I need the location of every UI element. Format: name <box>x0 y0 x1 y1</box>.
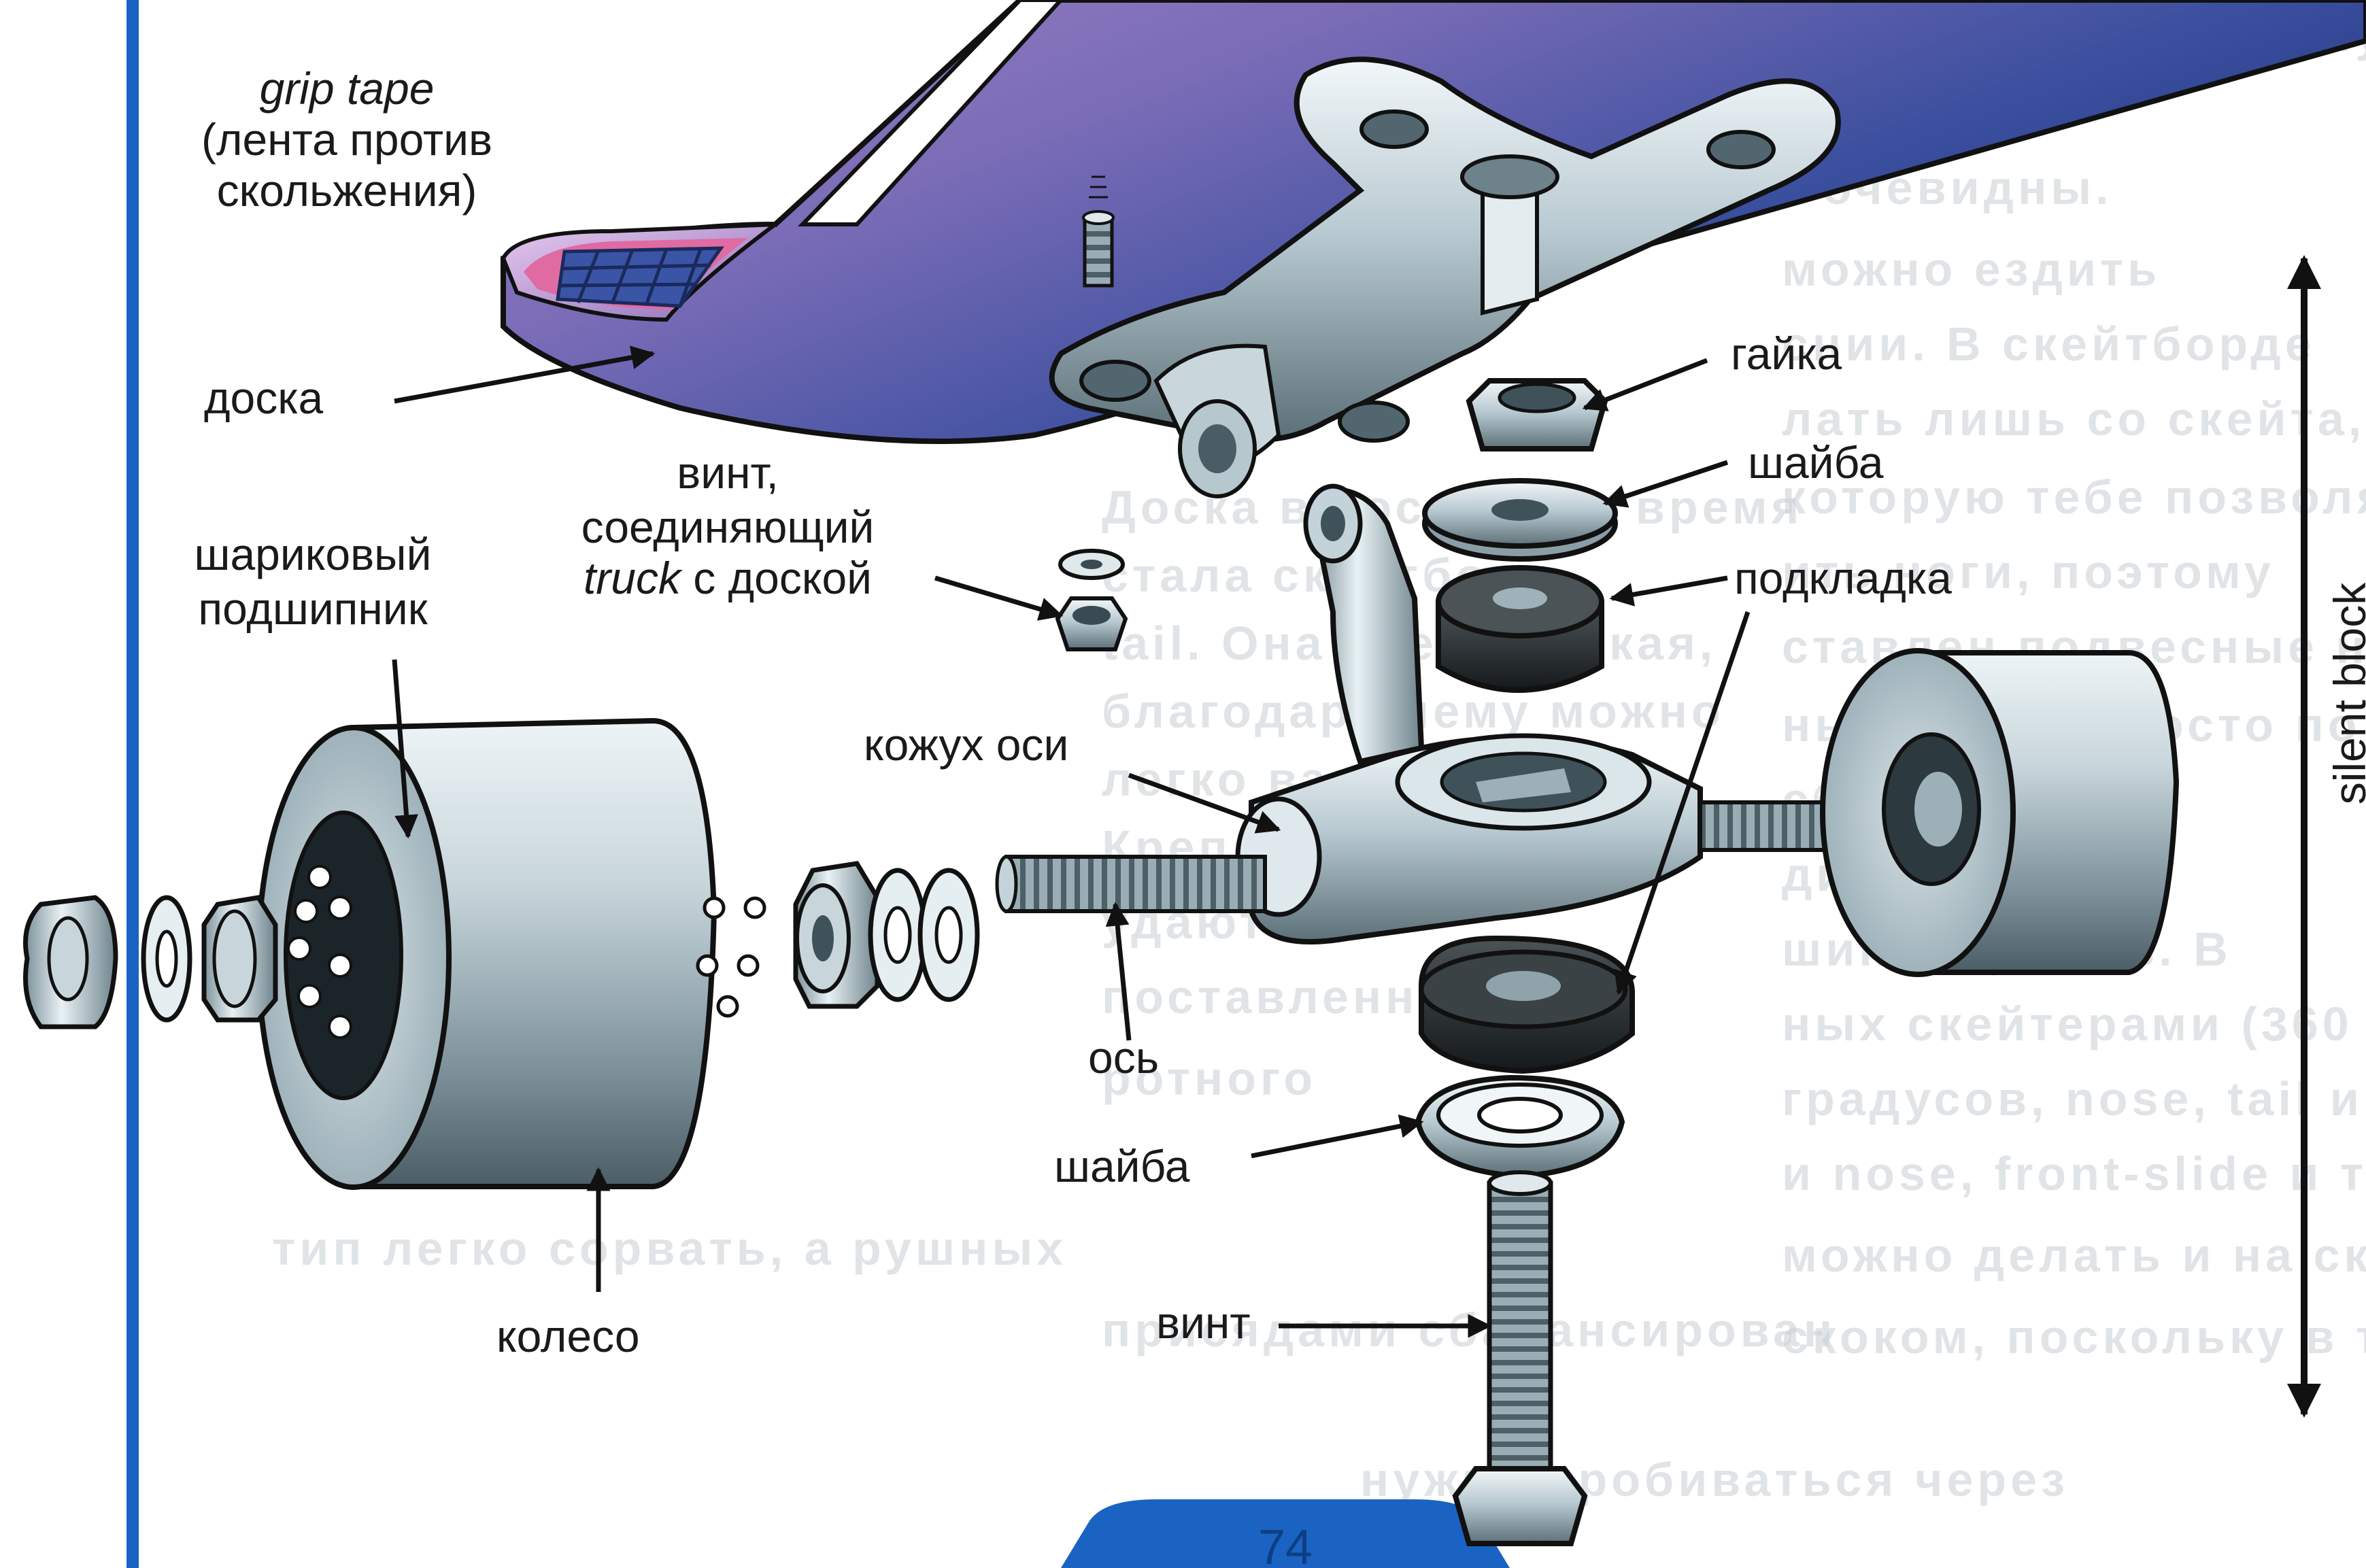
label-bearing-1: шариковый <box>150 530 476 579</box>
right-wheel <box>1823 651 2176 974</box>
bottom-bushing <box>1421 938 1632 1071</box>
label-screw-top-3: truck с доской <box>524 554 932 602</box>
background-text-line: снии. В скейтборде <box>1782 318 2316 371</box>
page-frame-left <box>126 0 139 1568</box>
arrow-screw-top <box>935 578 1061 615</box>
top-bushing <box>1438 568 1602 690</box>
label-grip-tape-ru-2: скольжения) <box>156 167 537 215</box>
label-pad: подкладка <box>1734 554 1952 602</box>
kingpin-bolt <box>1455 1172 1585 1544</box>
label-nut: гайка <box>1731 330 1842 378</box>
outer-axle-washer <box>143 898 190 1020</box>
outer-axle-nut <box>26 898 116 1027</box>
background-text-line: тип легко сорвать, а рушных <box>272 1222 1067 1275</box>
left-wheel <box>258 721 714 1187</box>
label-washer-bottom: шайба <box>1054 1142 1190 1191</box>
kingpin-nut <box>1469 381 1605 449</box>
label-screw-bottom: винт <box>1156 1299 1251 1347</box>
background-text-line: можно делать и на скейтборде <box>1782 1229 2366 1282</box>
bottom-washer <box>1418 1078 1622 1176</box>
label-with-board: с доской <box>681 553 872 603</box>
top-washer <box>1425 481 1615 559</box>
arrow-pad-top <box>1612 578 1727 598</box>
label-grip-tape-en: grip tape <box>177 65 517 113</box>
outer-axle-spacer <box>204 898 275 1020</box>
axle-left-thread <box>997 857 1265 911</box>
axle-spacer-nut <box>796 864 877 1006</box>
axle-washers-left <box>871 870 977 1000</box>
arrow-nut <box>1585 360 1707 408</box>
label-axle-housing: кожух оси <box>864 721 1068 769</box>
label-wheel: колесо <box>496 1312 640 1361</box>
background-text-line: скоком, поскольку в таких полно <box>1782 1310 2366 1363</box>
background-text-line: и nose, front-slide и т.д.), <box>1782 1147 2366 1200</box>
label-screw-top-1: винт, <box>524 449 932 497</box>
label-silent-block: silent block <box>2324 583 2366 805</box>
background-text-line: можно ездить <box>1782 243 2161 296</box>
label-bearing-2: подшипник <box>150 585 476 633</box>
page-number: 74 <box>1258 1520 1313 1568</box>
label-truck-word: truck <box>584 553 681 603</box>
label-screw-top-2: соединяющий <box>524 503 932 551</box>
arrow-washer-bottom <box>1251 1122 1421 1156</box>
page-number-tab: 74 <box>1061 1499 1510 1568</box>
label-grip-tape-ru-1: (лента против <box>156 116 537 164</box>
mounting-nut-small <box>1058 551 1126 649</box>
label-washer-top: шайба <box>1748 439 1884 487</box>
label-board: доска <box>204 374 323 422</box>
background-text-line: градусов, nose, tail и т. <box>1782 1072 2366 1125</box>
label-axle: ось <box>1088 1034 1159 1082</box>
background-text-line: ных скейтерами (360 <box>1782 998 2353 1051</box>
